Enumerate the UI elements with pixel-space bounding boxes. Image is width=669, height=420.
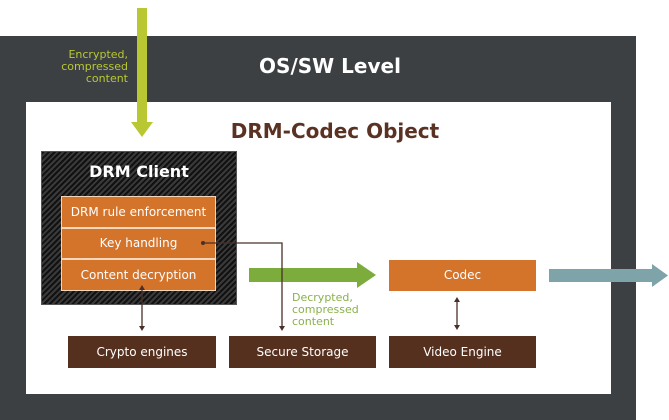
key-handling-module: Key handling	[61, 228, 216, 259]
crypto-engines-box: Crypto engines	[68, 336, 216, 368]
encrypted-label-line: content	[85, 72, 128, 85]
decrypted-label-line: compressed	[292, 303, 359, 316]
encrypted-content-label: Encrypted, compressed content	[30, 49, 128, 85]
encrypted-label-line: Encrypted,	[68, 48, 128, 61]
decrypted-content-arrow	[249, 262, 376, 288]
secure-storage-box: Secure Storage	[229, 336, 376, 368]
decrypted-content-label: Decrypted, compressed content	[292, 292, 359, 328]
key-storage-connector	[203, 242, 283, 328]
input-arrow	[131, 8, 153, 137]
content-decryption-module: Content decryption	[61, 259, 216, 291]
drm-rule-enforcement-module: DRM rule enforcement	[61, 196, 216, 228]
drm-client-title: DRM Client	[89, 162, 189, 181]
os-sw-level-title: OS/SW Level	[259, 54, 401, 78]
decrypted-label-line: content	[292, 315, 335, 328]
codec-box: Codec	[389, 260, 536, 291]
drm-codec-object-title: DRM-Codec Object	[230, 119, 440, 143]
encrypted-label-line: compressed	[61, 60, 128, 73]
video-engine-box: Video Engine	[389, 336, 536, 368]
output-arrow	[549, 264, 668, 287]
decrypted-label-line: Decrypted,	[292, 291, 353, 304]
